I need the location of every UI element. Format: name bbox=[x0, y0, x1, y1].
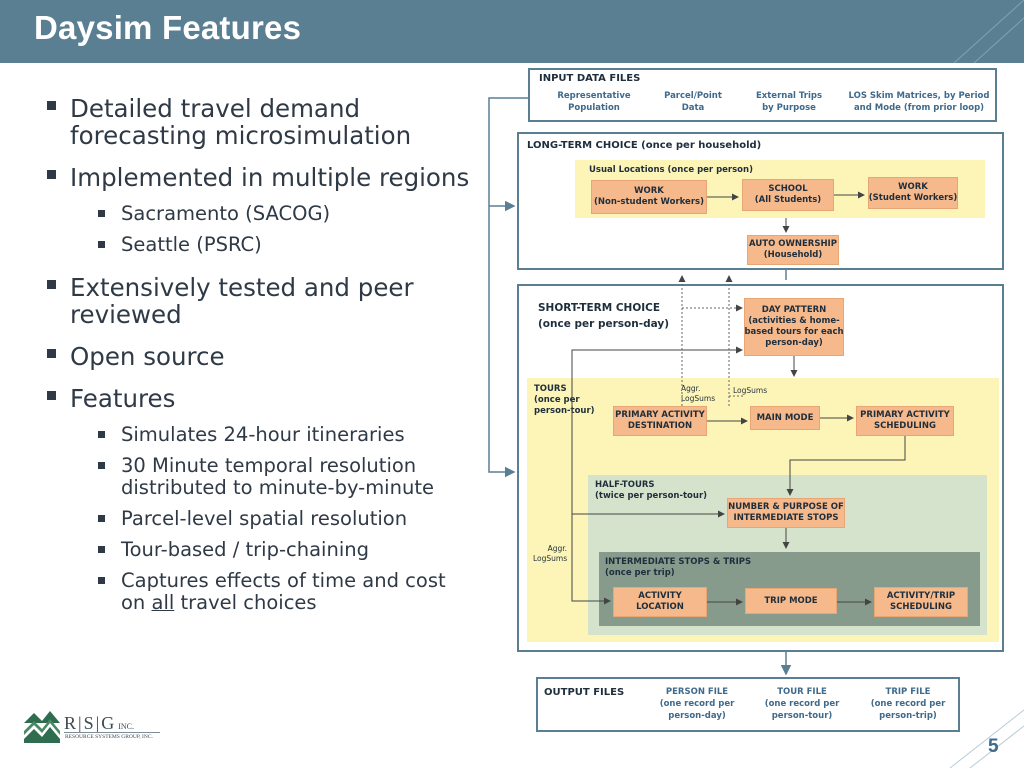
daysim-flow-diagram: INPUT DATA FILES Representative Populati… bbox=[486, 66, 1006, 738]
short-term-choice-title: SHORT-TERM CHOICE (once per person-day) bbox=[538, 302, 669, 330]
activity-trip-scheduling-box: ACTIVITY/TRIP SCHEDULING bbox=[874, 587, 968, 617]
page-number: 5 bbox=[988, 736, 999, 757]
input-data-files-box bbox=[528, 68, 997, 122]
output-item: TOUR FILE (one record per person-tour) bbox=[764, 687, 840, 721]
bullet-square-icon bbox=[98, 462, 105, 469]
bullet-square-icon bbox=[47, 101, 56, 110]
input-item: LOS Skim Matrices, by Period and Mode (f… bbox=[848, 91, 990, 113]
work-non-student-box: WORK (Non-student Workers) bbox=[591, 180, 707, 214]
bullet-square-icon bbox=[47, 170, 56, 179]
sub-bullet-item: 30 Minute temporal resolution distribute… bbox=[95, 455, 474, 499]
bullet-list: Detailed travel demand forecasting micro… bbox=[44, 95, 474, 626]
bullet-square-icon bbox=[98, 431, 105, 438]
primary-activity-scheduling-box: PRIMARY ACTIVITY SCHEDULING bbox=[856, 406, 954, 436]
aggr-logsums-label: Aggr. LogSums bbox=[681, 384, 716, 403]
bullet-square-icon bbox=[98, 515, 105, 522]
work-student-box: WORK (Student Workers) bbox=[868, 177, 958, 209]
bullet-square-icon bbox=[98, 241, 105, 248]
input-data-files-title: INPUT DATA FILES bbox=[539, 73, 641, 84]
bullet-square-icon bbox=[47, 391, 56, 400]
usual-locations-title: Usual Locations (once per person) bbox=[589, 165, 753, 175]
bullet-square-icon bbox=[98, 546, 105, 553]
logsums-label: LogSums bbox=[733, 386, 768, 395]
output-files-box bbox=[536, 677, 960, 732]
activity-location-box: ACTIVITY LOCATION bbox=[613, 587, 707, 617]
corner-decoration bbox=[953, 0, 1024, 63]
sub-bullet-item: Sacramento (SACOG) bbox=[95, 203, 474, 225]
sub-bullet-item: Simulates 24-hour itineraries bbox=[95, 424, 474, 446]
half-tours-title: HALF-TOURS (twice per person-tour) bbox=[595, 480, 708, 501]
sub-bullet-item: Tour-based / trip-chaining bbox=[95, 539, 474, 561]
sub-bullet-item: Captures effects of time and cost on all… bbox=[95, 570, 474, 614]
title-bar: Daysim Features bbox=[0, 0, 1024, 63]
bullet-square-icon bbox=[98, 577, 105, 584]
input-item: Representative Population bbox=[557, 91, 631, 113]
bullet-square-icon bbox=[98, 210, 105, 217]
primary-activity-destination-box: PRIMARY ACTIVITY DESTINATION bbox=[613, 406, 707, 436]
auto-ownership-box: AUTO OWNERSHIP (Household) bbox=[747, 235, 839, 265]
diagram-connectors bbox=[488, 97, 906, 676]
day-pattern-box: DAY PATTERN (activities & home- based to… bbox=[744, 298, 844, 356]
mountain-logo-icon bbox=[24, 711, 60, 743]
sub-bullet-item: Seattle (PSRC) bbox=[95, 234, 474, 256]
input-item: Parcel/Point Data bbox=[664, 91, 722, 113]
bullet-item: Open source bbox=[44, 343, 474, 370]
main-mode-box: MAIN MODE bbox=[750, 406, 820, 430]
input-item: External Trips by Purpose bbox=[755, 91, 823, 113]
bullet-square-icon bbox=[47, 349, 56, 358]
bullet-item: Features bbox=[44, 385, 474, 412]
intermediate-stops-title: INTERMEDIATE STOPS & TRIPS (once per tri… bbox=[605, 557, 752, 578]
slide-title: Daysim Features bbox=[34, 9, 302, 46]
school-box: SCHOOL (All Students) bbox=[742, 179, 834, 211]
long-term-choice-title: LONG-TERM CHOICE (once per household) bbox=[527, 140, 762, 151]
output-item: TRIP FILE (one record per person-trip) bbox=[870, 687, 946, 721]
company-subtitle: RESOURCE SYSTEMS GROUP, INC. bbox=[65, 734, 153, 740]
trip-mode-box: TRIP MODE bbox=[745, 588, 837, 614]
bullet-square-icon bbox=[47, 280, 56, 289]
aggr-logsums-label-2: Aggr. LogSums bbox=[533, 544, 568, 563]
bullet-item: Implemented in multiple regions bbox=[44, 164, 474, 191]
output-item: PERSON FILE (one record per person-day) bbox=[659, 687, 735, 721]
footer-decoration bbox=[949, 709, 1024, 768]
output-files-title: OUTPUT FILES bbox=[544, 687, 625, 698]
sub-bullet-item: Parcel-level spatial resolution bbox=[95, 508, 474, 530]
number-purpose-stops-box: NUMBER & PURPOSE OF INTERMEDIATE STOPS bbox=[727, 498, 845, 528]
logo-divider bbox=[64, 732, 160, 733]
bullet-item: Extensively tested and peer reviewed bbox=[44, 274, 474, 328]
bullet-item: Detailed travel demand forecasting micro… bbox=[44, 95, 474, 149]
